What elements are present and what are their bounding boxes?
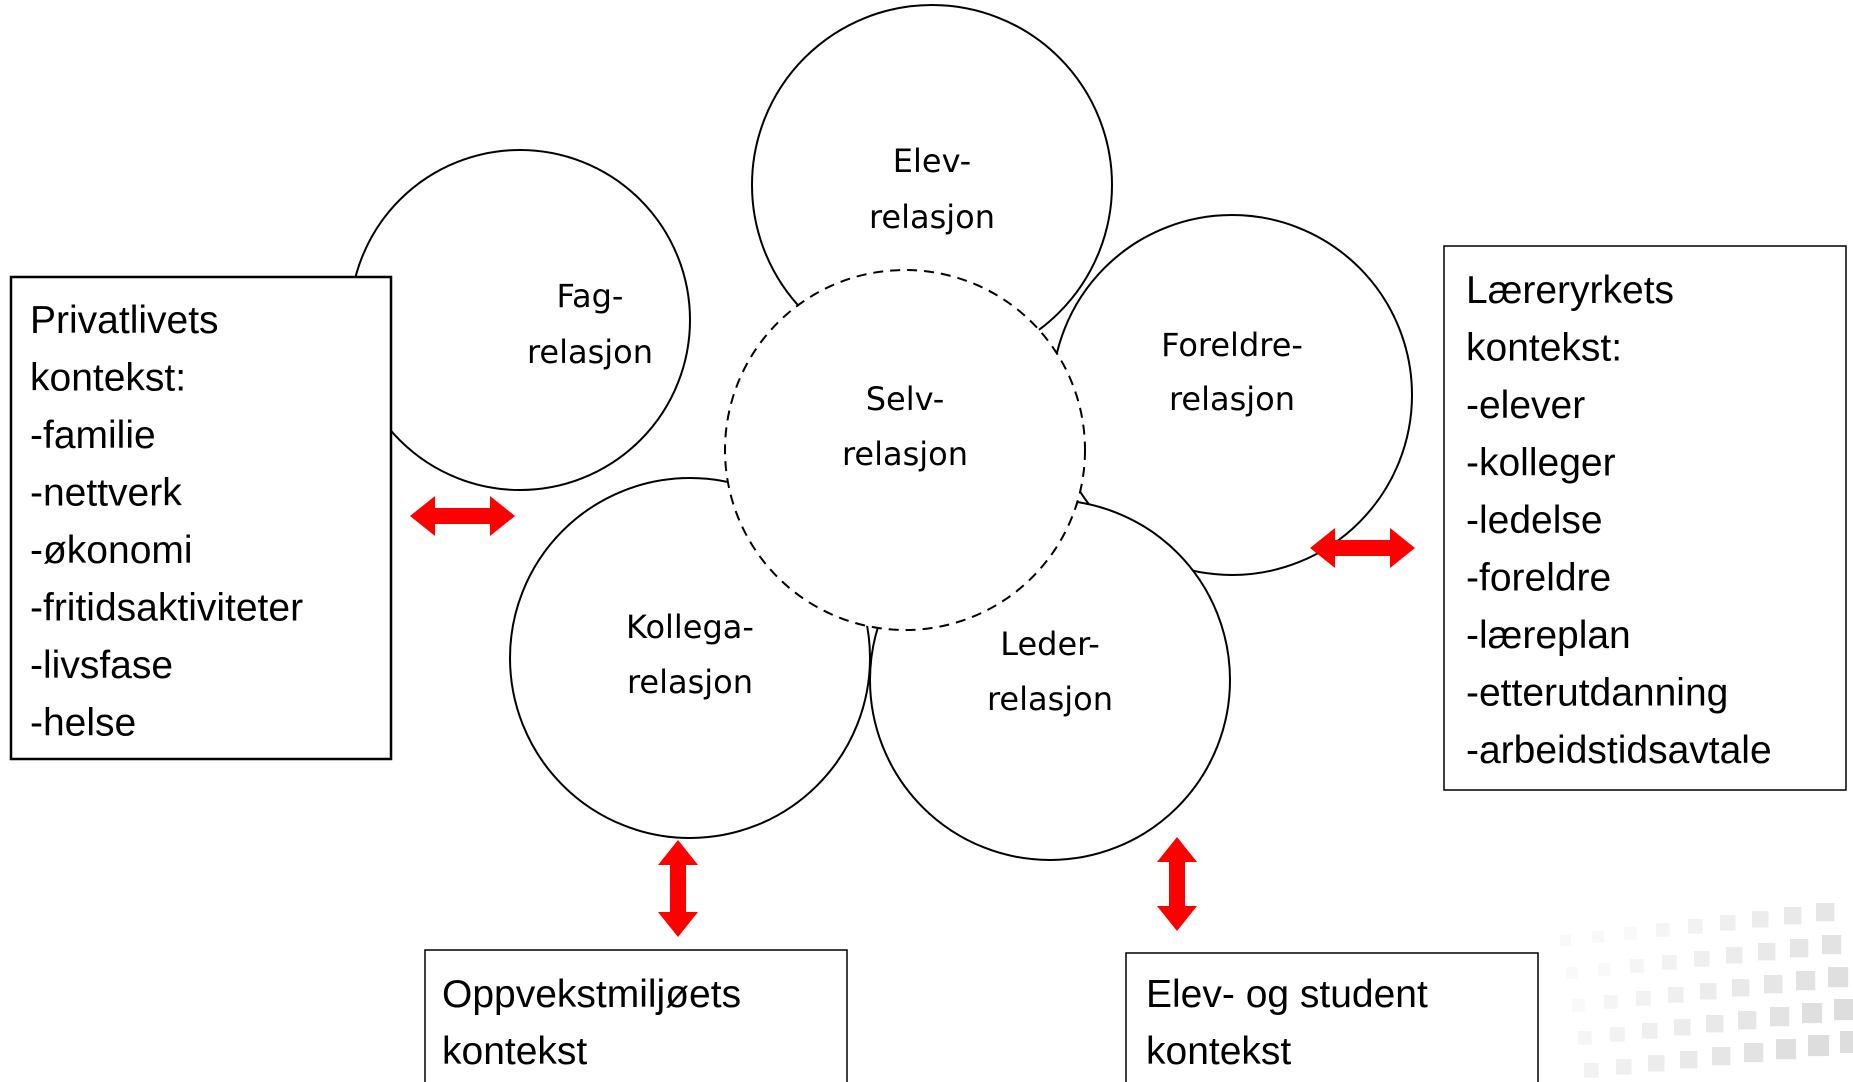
leder-label-line2: relasjon [987, 680, 1113, 718]
box-laereryrke: Læreryrkets kontekst: -elever -kolleger -led… [1443, 245, 1847, 791]
decor-tile [1656, 923, 1670, 937]
decor-tile [1732, 979, 1750, 997]
decor-tile [1642, 1023, 1658, 1039]
box-oppvekst: Oppvekstmiljøets kontekst [424, 949, 848, 1082]
decor-tile [1790, 939, 1809, 958]
elevstudent-line: kontekst [1146, 1030, 1291, 1073]
decor-tile [1662, 955, 1677, 970]
decor-tile [1752, 911, 1769, 928]
decor-tile [1802, 1003, 1823, 1024]
decor-tile [1784, 907, 1802, 925]
decor-tile [1776, 1039, 1797, 1060]
laereryrke-line: -ledelse [1466, 499, 1603, 542]
kollega-label-line1: Kollega- [626, 608, 754, 646]
decor-tile [1560, 935, 1571, 946]
elevstudent-line: Elev- og student [1146, 973, 1428, 1016]
privatliv-line: kontekst: [30, 357, 186, 400]
decor-tile [1636, 991, 1651, 1006]
decor-tile [1808, 1035, 1830, 1057]
selv-label-line2: relasjon [842, 435, 968, 473]
decor-tile [1648, 1055, 1665, 1072]
elev-label-line1: Elev- [893, 142, 971, 180]
selv-label-line1: Selv- [866, 380, 945, 418]
leder-label-line1: Leder- [1000, 625, 1100, 663]
decor-tile [1758, 943, 1776, 961]
decor-tile [1630, 959, 1644, 973]
laereryrke-line: -elever [1466, 384, 1585, 427]
privatliv-line: -fritidsaktiviteter [30, 587, 303, 630]
decor-tile [1592, 931, 1604, 943]
kollega-label-line2: relasjon [627, 663, 753, 701]
privatliv-line: -livsfase [30, 644, 173, 687]
laereryrke-line: -etterutdanning [1466, 672, 1728, 715]
decor-tile [1604, 995, 1618, 1009]
oppvekst-line: Oppvekstmiljøets [442, 973, 741, 1016]
decor-tile [1572, 999, 1585, 1012]
decor-tile [1668, 987, 1684, 1003]
oppvekst-text: Oppvekstmiljøets kontekst [442, 973, 741, 1073]
laereryrke-line: -kolleger [1466, 442, 1616, 485]
arrow-left-double [410, 496, 515, 536]
elevstudent-text: Elev- og student kontekst [1146, 973, 1428, 1073]
arrow-right-double [1310, 528, 1415, 568]
decor-tile [1706, 1015, 1724, 1033]
decor-tile [1578, 1031, 1592, 1045]
privatliv-line: -helse [30, 702, 136, 745]
privatliv-text: Privatlivets kontekst: -familie -nettverk -ø… [30, 299, 303, 745]
decor-tile [1738, 1011, 1757, 1030]
arrow-bottom-right-double [1157, 837, 1197, 931]
decor-tile [1816, 903, 1835, 922]
decor-tile [1822, 935, 1842, 955]
foreldre-label-line2: relasjon [1169, 380, 1295, 418]
arrow-bottom-left-double [658, 840, 698, 937]
elev-label-line2: relasjon [869, 198, 995, 236]
decor-tile [1834, 999, 1853, 1021]
decor-tile [1744, 1043, 1764, 1063]
corner-tile-decoration [1560, 903, 1853, 1078]
decor-tile [1566, 967, 1578, 979]
decor-tile [1598, 963, 1611, 976]
decor-tile [1770, 1007, 1790, 1027]
decor-tile [1712, 1047, 1731, 1066]
fag-label-line1: Fag- [557, 277, 624, 315]
fag-label-line2: relasjon [527, 333, 653, 371]
decor-tile [1796, 971, 1816, 991]
decor-tile [1616, 1059, 1632, 1075]
decor-tile [1694, 951, 1710, 967]
decor-tile [1840, 1031, 1853, 1053]
privatliv-line: -økonomi [30, 529, 193, 572]
privatliv-line: -nettverk [30, 472, 182, 515]
laereryrke-line: -arbeidstidsavtale [1466, 729, 1772, 772]
circle-fag [349, 149, 691, 491]
decor-tile [1610, 1027, 1625, 1042]
box-privatliv: Privatlivets kontekst: -familie -nettverk -ø… [9, 275, 393, 761]
decor-tile [1688, 919, 1703, 934]
decor-tile [1700, 983, 1717, 1000]
decor-tile [1674, 1019, 1691, 1036]
decor-tile [1764, 975, 1783, 994]
foreldre-label-line1: Foreldre- [1161, 326, 1303, 364]
privatliv-line: Privatlivets [30, 299, 219, 342]
laereryrke-line: Læreryrkets [1466, 269, 1674, 312]
decor-tile [1726, 947, 1743, 964]
laereryrke-line: -foreldre [1466, 557, 1611, 600]
oppvekst-line: kontekst [442, 1030, 587, 1073]
laereryrke-text: Læreryrkets kontekst: -elever -kolleger -led… [1466, 269, 1772, 772]
laereryrke-line: -læreplan [1466, 614, 1631, 657]
laereryrke-line: kontekst: [1466, 327, 1622, 370]
decor-tile [1828, 967, 1849, 988]
decor-tile [1584, 1063, 1599, 1078]
decor-tile [1680, 1051, 1698, 1069]
box-elevstudent: Elev- og student kontekst [1125, 952, 1539, 1082]
privatliv-line: -familie [30, 414, 156, 457]
decor-tile [1720, 915, 1736, 931]
circle-selv [724, 269, 1086, 631]
decor-tile [1624, 927, 1637, 940]
